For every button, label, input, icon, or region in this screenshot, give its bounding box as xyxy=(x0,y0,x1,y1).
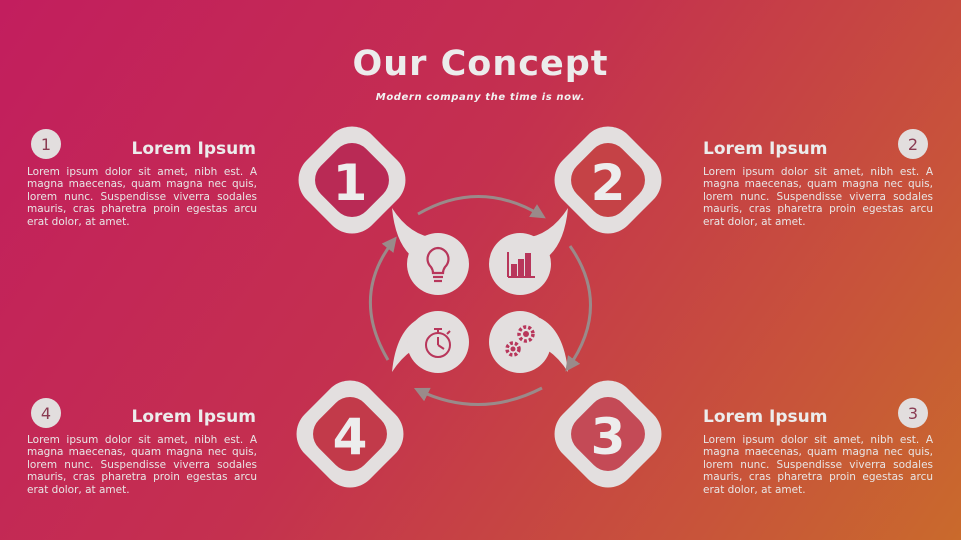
arrow-3-to-4 xyxy=(413,386,543,406)
number-badge: 4 xyxy=(31,398,61,428)
step-number: 4 xyxy=(333,408,368,466)
icon-circle-gears xyxy=(489,311,551,373)
block-text: Lorem ipsum dolor sit amet, nibh est. A … xyxy=(703,166,933,228)
step-1-diamond: 1 xyxy=(298,126,406,234)
number-badge: 1 xyxy=(31,129,61,159)
block-text: Lorem ipsum dolor sit amet, nibh est. A … xyxy=(703,434,933,496)
slide-subtitle: Modern company the time is now. xyxy=(375,92,586,103)
bar-chart-icon xyxy=(507,252,535,278)
slide-title: Our Concept xyxy=(352,44,609,84)
step-number: 3 xyxy=(591,408,626,466)
arrow-4-to-1 xyxy=(369,236,397,361)
gears-icon xyxy=(505,325,535,357)
step-number: 1 xyxy=(333,154,368,212)
icon-circle-lightbulb xyxy=(407,233,469,295)
cycle-arrows xyxy=(369,195,592,406)
arrow-2-to-3 xyxy=(565,245,592,372)
step-2-diamond: 2 xyxy=(554,126,662,234)
icon-circle-stopwatch xyxy=(407,311,469,373)
block-text: Lorem ipsum dolor sit amet, nibh est. A … xyxy=(27,166,257,228)
icon-circle-chart xyxy=(489,233,551,295)
block-title: Lorem Ipsum xyxy=(131,139,257,159)
step-4-diamond: 4 xyxy=(296,380,404,488)
lightbulb-icon xyxy=(426,246,450,283)
number-badge: 2 xyxy=(898,129,928,159)
number-badge: 3 xyxy=(898,398,928,428)
block-title: Lorem Ipsum xyxy=(131,407,257,427)
block-text: Lorem ipsum dolor sit amet, nibh est. A … xyxy=(27,434,257,496)
arrow-1-to-2 xyxy=(417,195,546,219)
step-number: 2 xyxy=(591,154,626,212)
step-3-diamond: 3 xyxy=(554,380,662,488)
block-title: Lorem Ipsum xyxy=(703,139,828,159)
stopwatch-icon xyxy=(425,328,451,358)
block-title: Lorem Ipsum xyxy=(703,407,828,427)
